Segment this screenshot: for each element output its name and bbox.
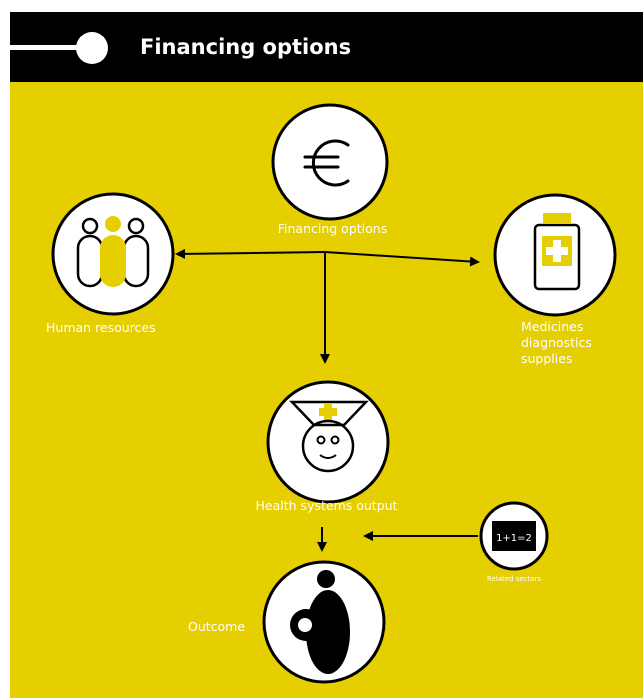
pregnant-woman-icon <box>290 570 350 674</box>
medicines-label-line: supplies <box>521 351 573 366</box>
arrows <box>175 248 480 552</box>
related-sectors-node: 1+1=2 <box>479 501 549 571</box>
related-sectors-label: Related sectors <box>486 575 542 583</box>
medicines-label-line: Medicines <box>521 319 584 334</box>
header-dot-decoration <box>76 32 108 64</box>
arrow-to-medicines <box>324 251 480 267</box>
chalkboard-icon: 1+1=2 <box>492 521 536 551</box>
health-output-label: Health systems output <box>255 498 398 513</box>
medicine-bottle-icon <box>533 213 581 291</box>
medicines-label: Medicines diagnostics supplies <box>521 319 592 367</box>
health-output-node <box>266 380 390 504</box>
euro-icon <box>303 139 350 187</box>
human-resources-label: Human resources <box>46 320 156 335</box>
financing-node <box>271 103 389 221</box>
header-bar: Financing options <box>10 12 643 82</box>
outcome-node <box>262 560 386 684</box>
page-title: Financing options <box>140 35 352 59</box>
outcome-label: Outcome <box>188 619 246 634</box>
medicines-node <box>493 193 617 317</box>
medicines-label-line: diagnostics <box>521 335 592 350</box>
nurse-icon <box>289 400 369 473</box>
human-resources-node <box>51 192 175 316</box>
header-line-decoration <box>10 45 80 50</box>
people-icon <box>76 216 150 288</box>
arrow-to-human-resources <box>175 248 326 259</box>
chalkboard-text: 1+1=2 <box>496 533 532 544</box>
financing-label: Financing options <box>277 221 388 236</box>
